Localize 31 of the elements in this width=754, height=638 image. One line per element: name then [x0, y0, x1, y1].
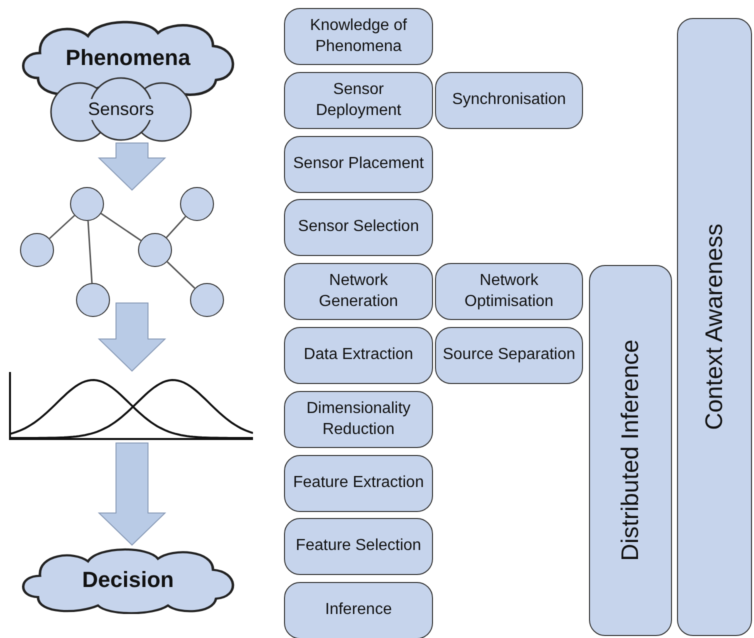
- network-node-circle: [190, 283, 224, 317]
- block-arrow: [98, 442, 166, 546]
- process-box: Synchronisation: [435, 72, 583, 129]
- network-node-circle: [70, 187, 104, 221]
- process-box: Network Generation: [284, 263, 433, 320]
- process-box: Knowledge of Phenomena: [284, 8, 433, 65]
- connector-line: [166, 216, 186, 238]
- process-box: Context Awareness: [677, 18, 752, 636]
- process-box: Dimensionality Reduction: [284, 391, 433, 448]
- network-node-circle: [76, 283, 110, 317]
- distribution-curves-drawing: [8, 372, 253, 442]
- network-node-circle: [138, 233, 172, 267]
- process-box: Sensor Selection: [284, 199, 433, 256]
- process-box: Inference: [284, 582, 433, 638]
- process-box: Source Separation: [435, 327, 583, 384]
- process-box: Data Extraction: [284, 327, 433, 384]
- network-node-circle: [180, 187, 214, 221]
- process-box: Feature Selection: [284, 518, 433, 575]
- connector-line: [87, 220, 93, 284]
- process-box: Sensor Deployment: [284, 72, 433, 129]
- connector-line: [100, 212, 142, 242]
- process-box: Network Optimisation: [435, 263, 583, 320]
- process-box: Distributed Inference: [589, 265, 672, 636]
- sensor-circles: Sensors: [48, 76, 194, 142]
- process-box: Sensor Placement: [284, 136, 433, 193]
- connector-line: [49, 214, 75, 240]
- connector-line: [166, 261, 196, 289]
- block-arrow: [98, 302, 166, 372]
- block-arrow: [98, 142, 166, 191]
- process-box: Feature Extraction: [284, 455, 433, 512]
- network-node-circle: [20, 233, 54, 267]
